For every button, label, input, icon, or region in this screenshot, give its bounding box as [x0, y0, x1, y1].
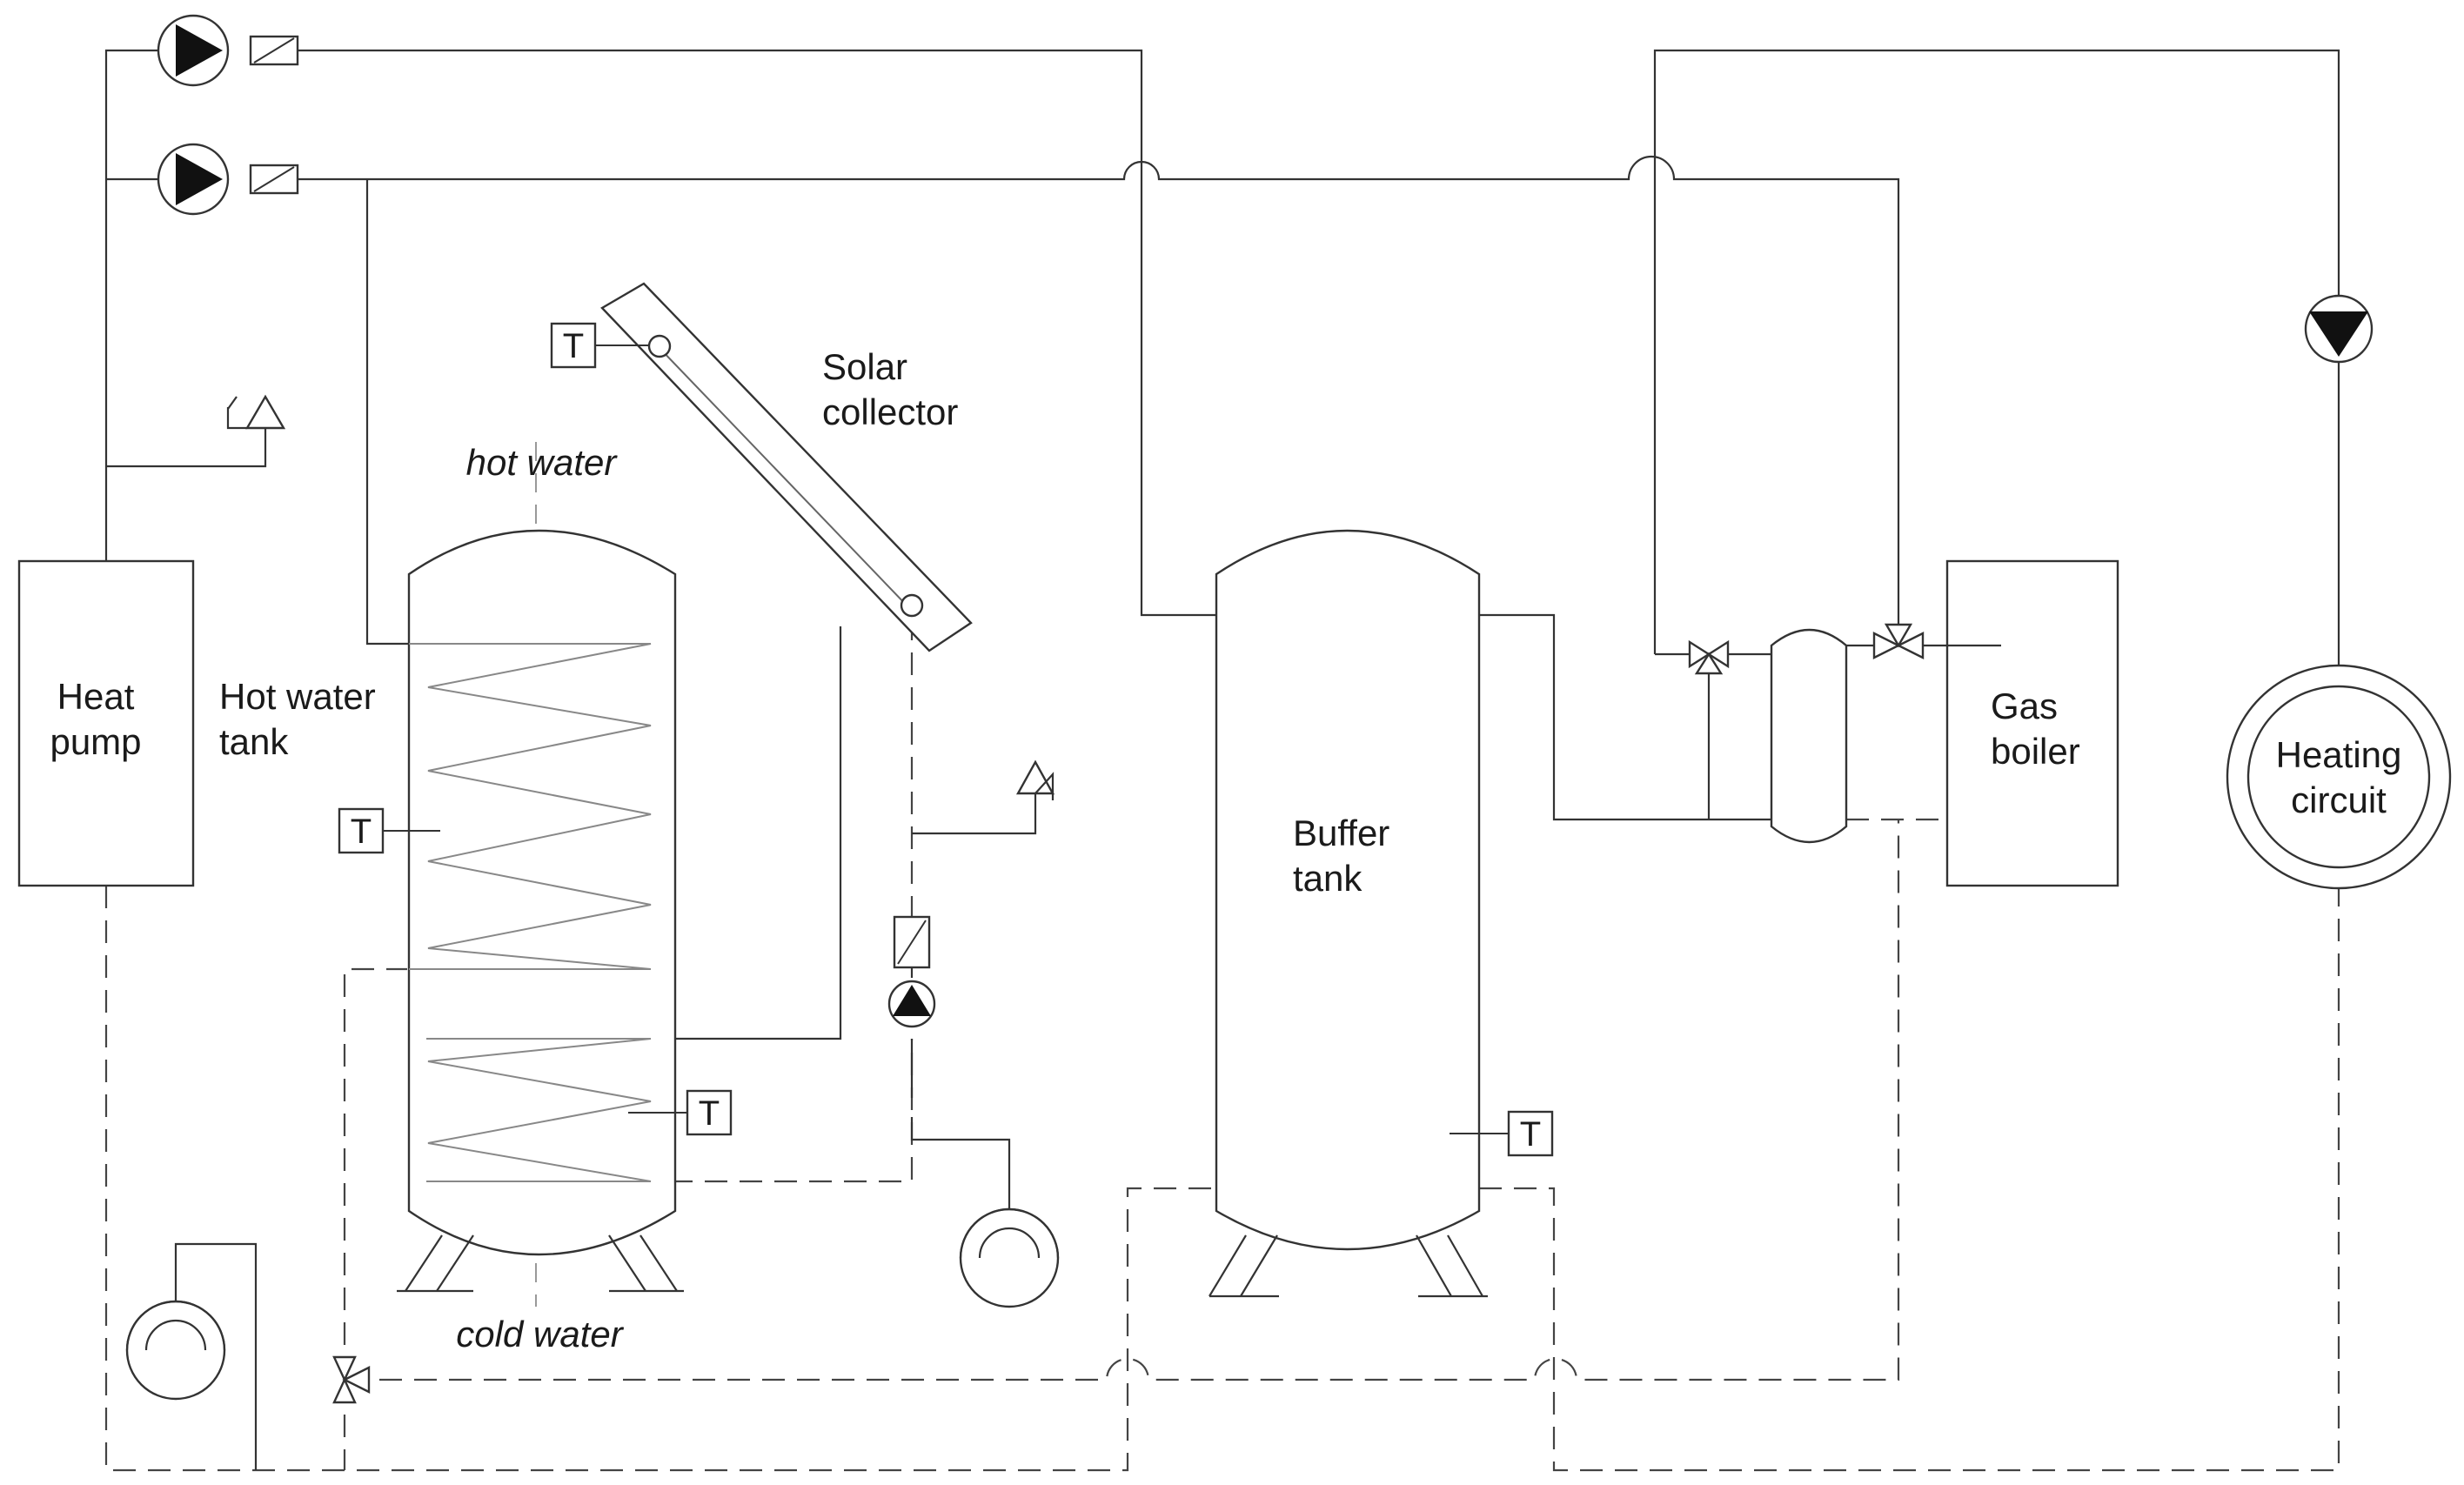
temperature-sensor-buffer: T: [1450, 1110, 1554, 1157]
supply-pipes: [104, 49, 2340, 821]
temperature-sensor-dhw-low: T: [628, 1089, 733, 1136]
svg-text:T: T: [563, 327, 584, 365]
pump-1: [157, 14, 299, 87]
hot-water-label: hot water: [466, 442, 619, 483]
svg-text:T: T: [351, 813, 372, 851]
expansion-vessel-icon: [125, 1242, 258, 1470]
three-way-valve-left-icon: [1688, 639, 1771, 675]
solar-pump: [887, 915, 936, 1028]
svg-text:T: T: [1520, 1115, 1541, 1154]
temperature-sensor-dhw-mid: T: [338, 807, 440, 854]
svg-text:T: T: [699, 1094, 720, 1133]
safety-valve-icon: [226, 394, 286, 430]
three-way-valve-right-icon: [1872, 623, 1925, 659]
hydraulic-separator: [1770, 628, 1848, 844]
mixing-valve-icon: [332, 1355, 371, 1404]
solar-safety-valve-icon: [1015, 759, 1055, 800]
pump-2: [157, 143, 299, 216]
temperature-sensor-solar: T: [550, 322, 649, 369]
heating-circuit-pump: [2304, 294, 2374, 364]
solar-circuit-pipes: [670, 626, 1037, 1239]
return-pipes: [104, 442, 2340, 1472]
cold-water-label: cold water: [456, 1314, 624, 1355]
solar-expansion-vessel-icon: [959, 1207, 1060, 1308]
